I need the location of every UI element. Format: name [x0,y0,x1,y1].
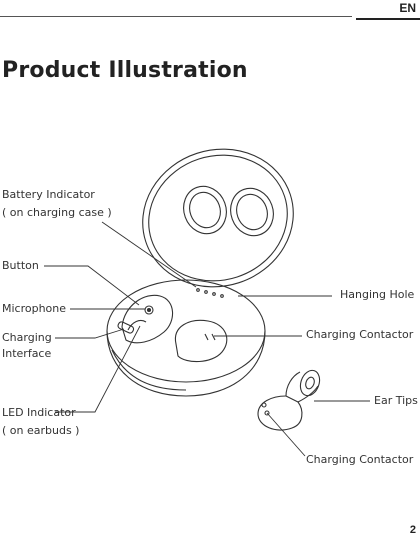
earbud-detail [257,369,321,431]
leader-charging-contactor-earbud [266,412,306,457]
label-hanging-hole: Hanging Hole [340,288,415,301]
label-led-indicator-note: ( on earbuds ) [2,424,80,437]
language-label: EN [399,1,416,15]
language-tab [356,0,420,20]
leader-charging-interface [55,328,125,339]
label-button: Button [2,259,39,272]
leader-battery-indicator [101,221,197,288]
leader-led-indicator [55,325,141,413]
label-led-indicator: LED Indicator [2,406,76,419]
label-charging-contactor-earbud: Charging Contactor [306,453,414,466]
label-charging-interface-line2: Interface [2,347,52,360]
case-lid [142,148,294,288]
header-rule [0,16,352,17]
label-charging-contactor-case: Charging Contactor [306,328,414,341]
case-base [106,279,266,397]
label-battery-indicator-note: ( on charging case ) [2,206,112,219]
page-number: 2 [409,524,416,536]
label-microphone: Microphone [2,302,67,315]
page-title: Product Illustration [2,58,248,83]
label-charging-interface-line1: Charging [2,331,52,344]
leader-button [44,265,140,306]
label-ear-tips: Ear Tips [374,394,418,407]
label-battery-indicator: Battery Indicator [2,188,95,201]
